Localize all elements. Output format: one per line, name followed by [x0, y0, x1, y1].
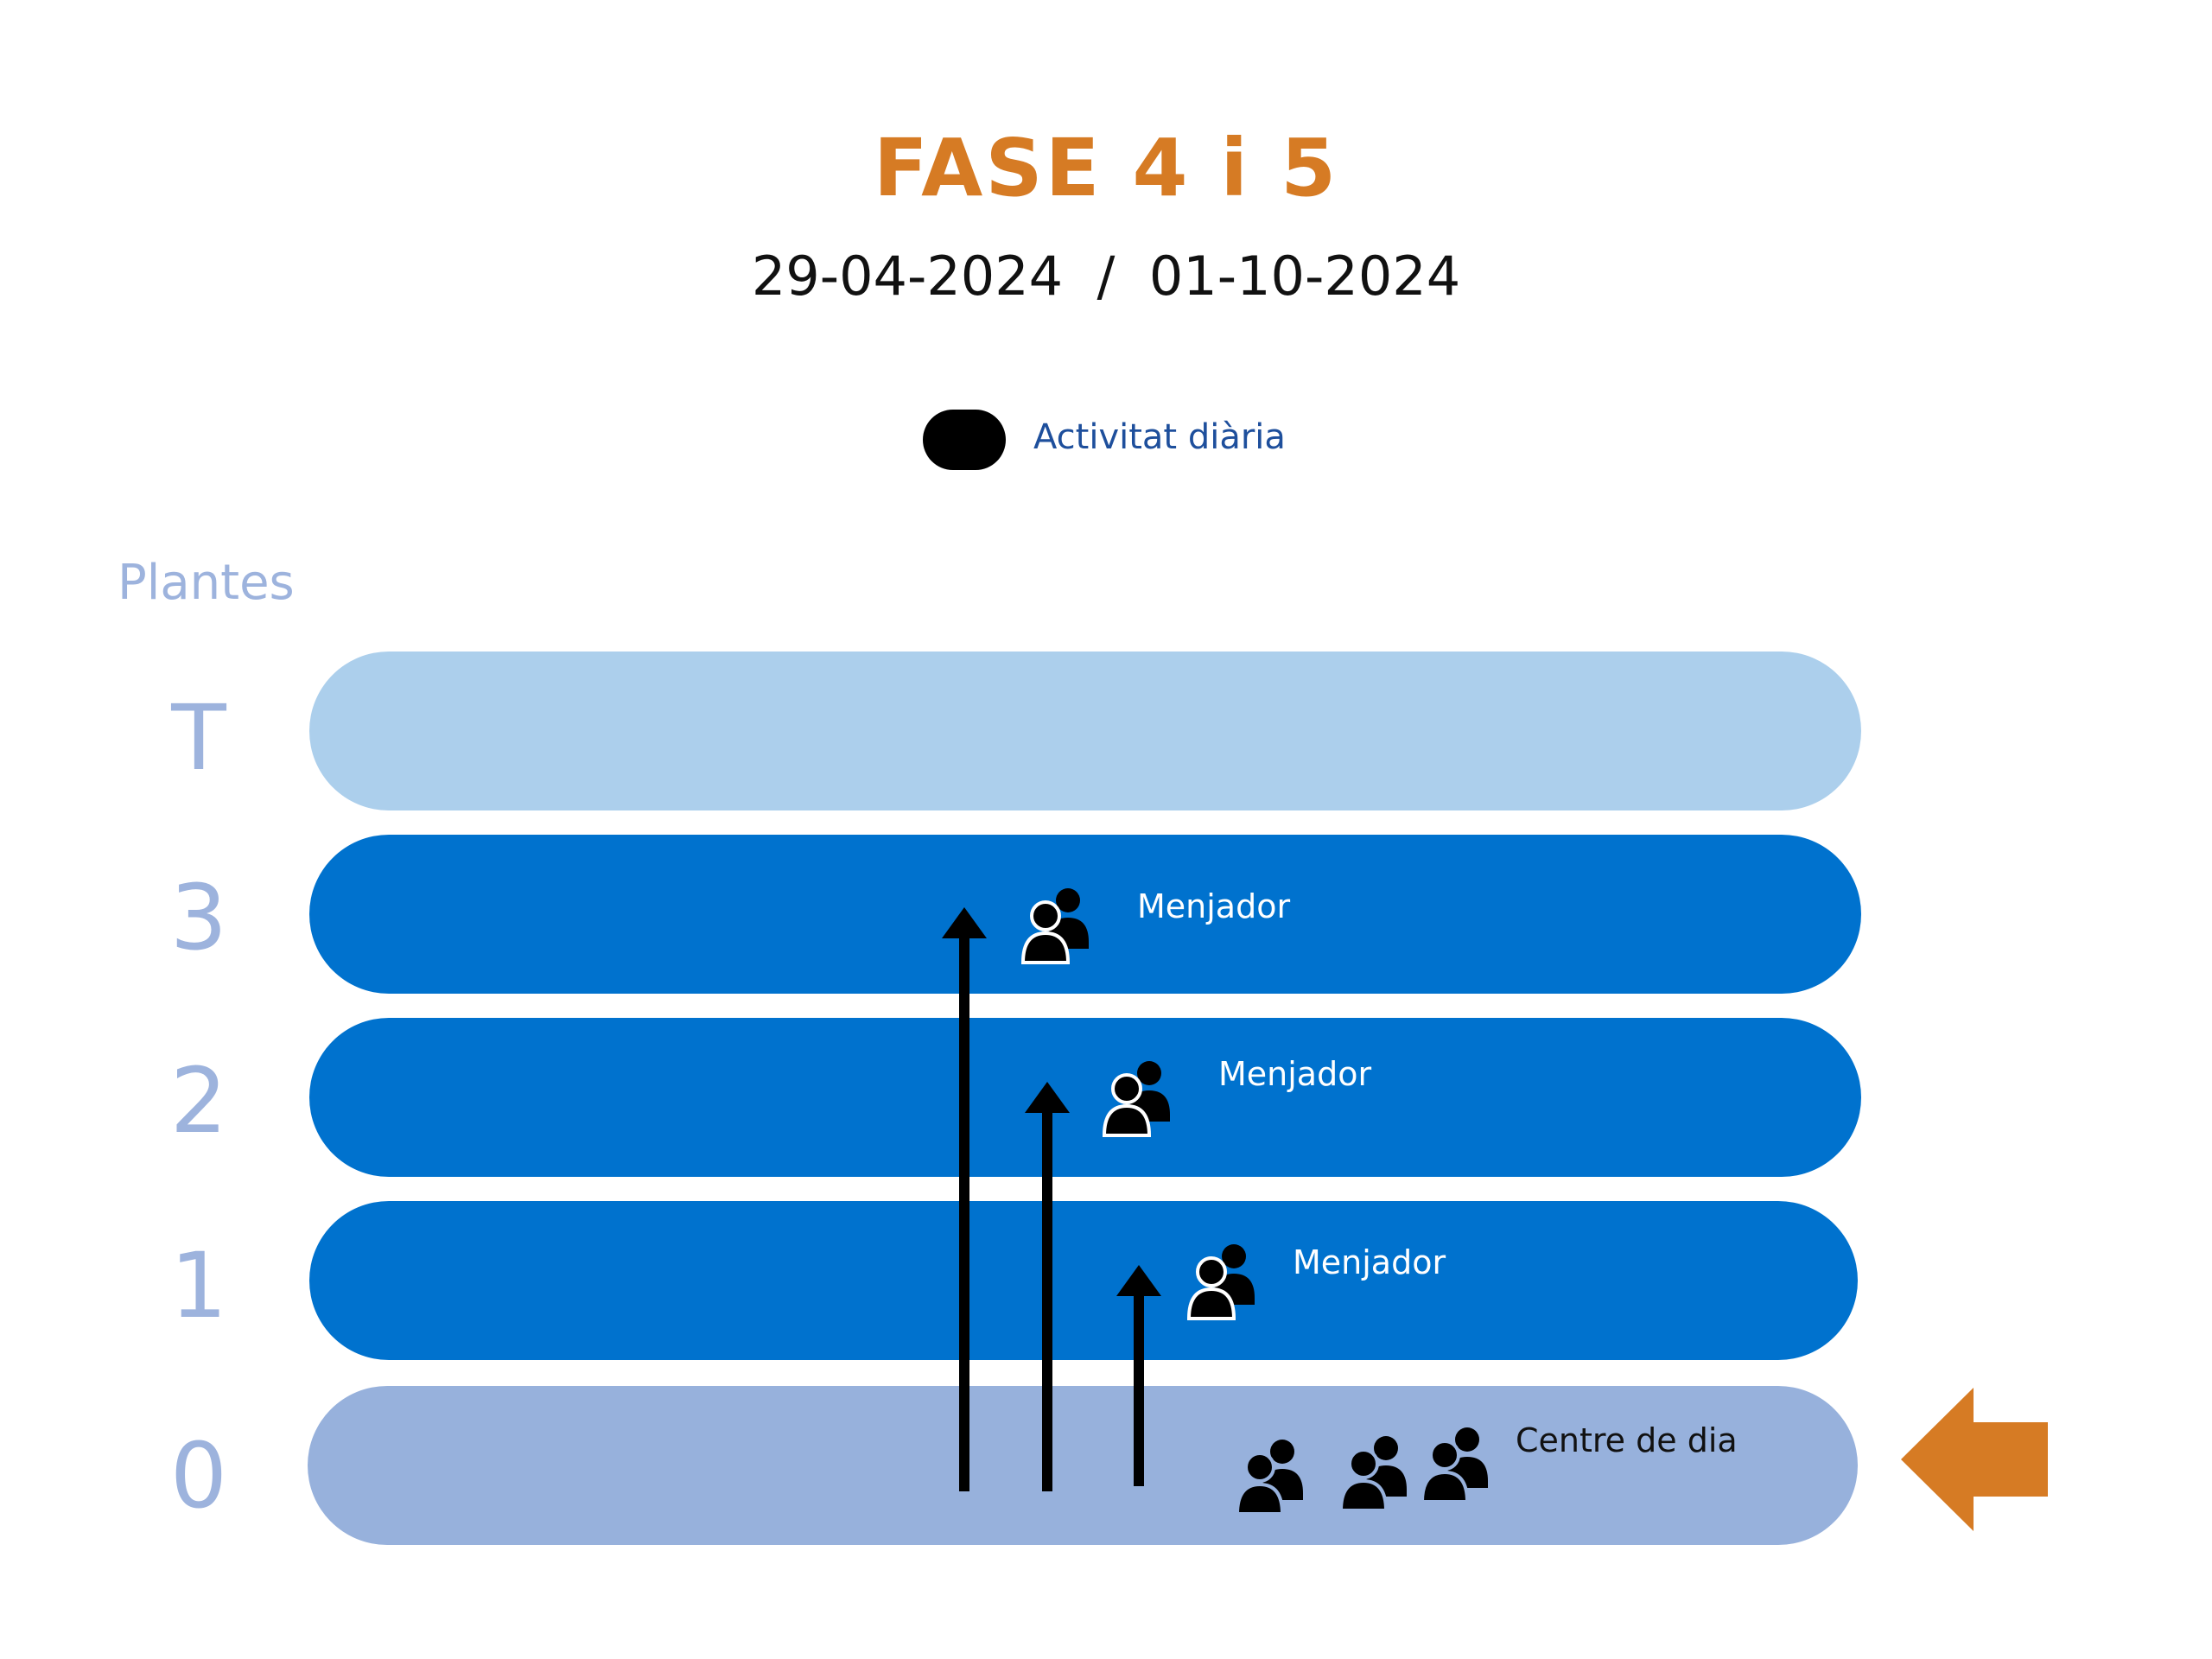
- room-label-floor-3: Menjador: [1137, 887, 1291, 925]
- people-group-icon-floor-0-c: [1421, 1427, 1488, 1503]
- up-arrow-icon-floor-1: [1116, 1265, 1161, 1486]
- floor-number-2: 2: [169, 1048, 228, 1154]
- floor-band-0: [308, 1386, 1858, 1545]
- room-label-floor-2: Menjador: [1218, 1055, 1372, 1093]
- floor-band-1: [309, 1201, 1858, 1360]
- entry-arrow-icon: [1901, 1388, 2048, 1531]
- legend-swatch: [923, 410, 1006, 470]
- up-arrow-icon-floor-3: [942, 907, 987, 1491]
- room-label-floor-0: Centre de dia: [1516, 1421, 1738, 1459]
- floor-number-T: T: [171, 685, 226, 791]
- floor-number-3: 3: [169, 865, 228, 970]
- diagram-title: FASE 4 i 5: [873, 122, 1339, 214]
- people-group-icon-floor-0-b: [1339, 1436, 1407, 1512]
- date-range: 29-04-2024 / 01-10-2024: [751, 245, 1461, 308]
- floor-number-1: 1: [169, 1233, 228, 1338]
- people-group-icon-floor-1: [1187, 1244, 1255, 1320]
- up-arrow-icon-floor-2: [1025, 1082, 1070, 1491]
- floor-band-2: [309, 1018, 1861, 1177]
- axis-title: Plantes: [118, 555, 295, 611]
- floor-band-T: [309, 652, 1861, 810]
- legend-label: Activitat diària: [1033, 417, 1286, 457]
- floor-band-3: [309, 835, 1861, 994]
- people-group-icon-floor-0-a: [1236, 1440, 1303, 1516]
- people-group-icon-floor-3: [1021, 888, 1089, 964]
- people-group-icon-floor-2: [1103, 1061, 1170, 1137]
- floor-number-0: 0: [169, 1423, 228, 1529]
- room-label-floor-1: Menjador: [1293, 1243, 1446, 1281]
